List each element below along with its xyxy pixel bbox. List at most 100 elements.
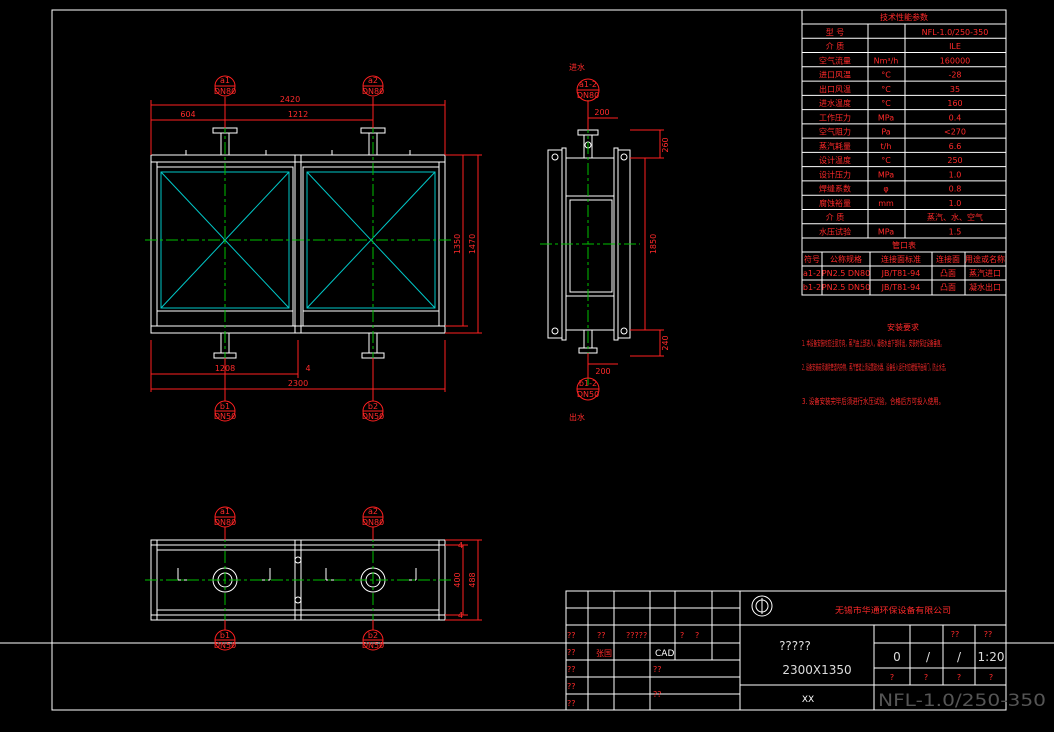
- spec-row-label: 工作压力: [819, 112, 851, 122]
- pipe-table-cell: a1-2: [803, 269, 821, 278]
- spec-row-label: 进水温度: [819, 98, 851, 108]
- balloon-b1-2: b1-2 DN50 出水: [569, 353, 600, 422]
- pipe-table-cell: PN2.5 DN80: [822, 269, 870, 278]
- svg-text:?: ?: [890, 673, 894, 682]
- balloon-b2: b2 DN50: [362, 358, 384, 422]
- cad-label: CAD: [655, 649, 674, 659]
- title-block: 无锡市华通环保设备有限公司 ????? 2300X1350 XX NFL-1.0…: [565, 590, 1046, 711]
- spec-row-unit: MPa: [878, 228, 894, 237]
- company-logo-icon: [751, 595, 773, 617]
- spec-row-value: 1.0: [949, 170, 962, 179]
- svg-text:?: ?: [695, 631, 699, 640]
- svg-text:?: ?: [957, 673, 961, 682]
- spec-row-unit: t/h: [881, 142, 892, 151]
- spec-row-label: 介 质: [826, 212, 845, 222]
- dim-side-200-top: 200: [594, 108, 609, 117]
- spec-row-label: 水压试验: [819, 227, 851, 237]
- svg-text:??: ??: [567, 699, 576, 708]
- spec-row-unit: Pa: [881, 128, 890, 137]
- spec-row-label: 空气流量: [819, 55, 851, 65]
- svg-text:a2: a2: [368, 76, 378, 85]
- spec-row-unit: °C: [881, 71, 891, 80]
- note-1: 1. 本设备安装时应注意方向，蒸汽由上部进入，凝结水由下部排出，安装时保证设备垂…: [802, 338, 944, 348]
- spec-row-value: 250: [947, 156, 962, 165]
- spec-table-title: 技术性能参数: [880, 12, 928, 22]
- svg-text:DN80: DN80: [214, 87, 236, 96]
- svg-text:DN50: DN50: [214, 641, 236, 650]
- svg-text:DN50: DN50: [362, 641, 384, 650]
- spec-row-label: 蒸汽耗量: [819, 141, 851, 151]
- label-outlet: 出水: [569, 412, 585, 422]
- spec-row-label: 腐蚀裕量: [819, 198, 851, 208]
- svg-text:a2: a2: [368, 507, 378, 516]
- spec-row-unit: φ: [883, 185, 888, 194]
- sheet-sep-2: /: [957, 650, 962, 664]
- spec-row-unit: °C: [881, 99, 891, 108]
- spec-row-unit: mm: [878, 199, 894, 208]
- balloon-a2: a2 DN80: [362, 75, 384, 128]
- svg-text:a1: a1: [220, 76, 230, 85]
- svg-text:??: ??: [653, 665, 662, 674]
- dim-4: 4: [305, 364, 310, 373]
- front-view: 2420 604 1212 1350 1470 1208 4 2300 a1 D…: [145, 75, 482, 422]
- balloon-plan-b1: b1 DN50: [214, 620, 236, 651]
- pipe-table-cell: 凸面: [940, 269, 956, 278]
- pipe-table-cell: PN2.5 DN50: [822, 283, 870, 292]
- balloon-b1: b1 DN50: [214, 358, 236, 422]
- spec-row-value: -28: [948, 71, 961, 80]
- pipe-table-cell: 蒸汽进口: [969, 268, 1001, 278]
- pipe-table-title: 管口表: [892, 240, 916, 250]
- spec-row-value: NFL-1.0/250-350: [922, 28, 989, 37]
- spec-row-unit: °C: [881, 85, 891, 94]
- spec-row-unit: MPa: [878, 170, 894, 179]
- svg-text:b2: b2: [368, 631, 378, 640]
- dim-side-200-bottom: 200: [595, 367, 610, 376]
- doc-name: ?????: [779, 639, 811, 653]
- spec-row-label: 介 质: [826, 41, 845, 51]
- dim-604: 604: [180, 110, 195, 119]
- dim-side-1850: 1850: [649, 234, 658, 254]
- svg-text:??: ??: [597, 631, 606, 640]
- label-inlet: 进水: [569, 62, 585, 72]
- svg-text:??: ??: [951, 630, 960, 639]
- dim-plan-4-top: 4: [458, 541, 463, 550]
- svg-text:b1: b1: [220, 631, 230, 640]
- drawing-frame: [51, 9, 1007, 711]
- pipe-table-header: 连接面标准: [881, 254, 921, 264]
- spec-row-value: 蒸汽、水、空气: [927, 212, 983, 222]
- svg-text:DN80: DN80: [362, 518, 384, 527]
- svg-text:?????: ?????: [626, 631, 647, 640]
- spec-row-label: 设计温度: [819, 155, 851, 165]
- dim-side-260: 260: [661, 137, 670, 152]
- spec-row-value: 160: [947, 99, 962, 108]
- spec-row-value: 0.8: [949, 185, 962, 194]
- dim-side-240: 240: [661, 335, 670, 350]
- side-view: 200 200 260 1850 240 a1-2 DN80 进水 b1-2 D…: [540, 62, 670, 422]
- svg-text:??: ??: [984, 630, 993, 639]
- dim-1212: 1212: [288, 110, 308, 119]
- balloon-a1: a1 DN80: [214, 75, 236, 128]
- drawing-number: NFL-1.0/250-350: [878, 691, 1046, 711]
- svg-text:??: ??: [653, 690, 662, 699]
- pipe-table-header: 连接面: [936, 254, 960, 264]
- balloon-a1-2: a1-2 DN80 进水: [569, 62, 600, 130]
- svg-text:??: ??: [567, 648, 576, 657]
- spec-row-value: 1.0: [949, 199, 962, 208]
- spec-row-unit: °C: [881, 156, 891, 165]
- spec-row-value: 160000: [940, 56, 971, 65]
- spec-row-value: 35: [950, 85, 960, 94]
- balloon-plan-b2: b2 DN50: [362, 620, 384, 651]
- pipe-table-cell: JB/T81-94: [881, 283, 921, 292]
- spec-row-unit: MPa: [878, 113, 894, 122]
- svg-text:a1-2: a1-2: [579, 80, 597, 89]
- scale: 1:20: [978, 650, 1005, 664]
- svg-text:b1: b1: [220, 402, 230, 411]
- dim-2300: 2300: [288, 379, 308, 388]
- pipe-table-header: 用途或名称: [965, 254, 1005, 264]
- svg-text:DN80: DN80: [577, 91, 599, 100]
- svg-text:?: ?: [924, 673, 928, 682]
- install-notes: 安装要求 1. 本设备安装时应注意方向，蒸汽由上部进入，凝结水由下部排出，安装时…: [802, 322, 948, 406]
- svg-text:?: ?: [989, 673, 993, 682]
- svg-text:DN80: DN80: [362, 87, 384, 96]
